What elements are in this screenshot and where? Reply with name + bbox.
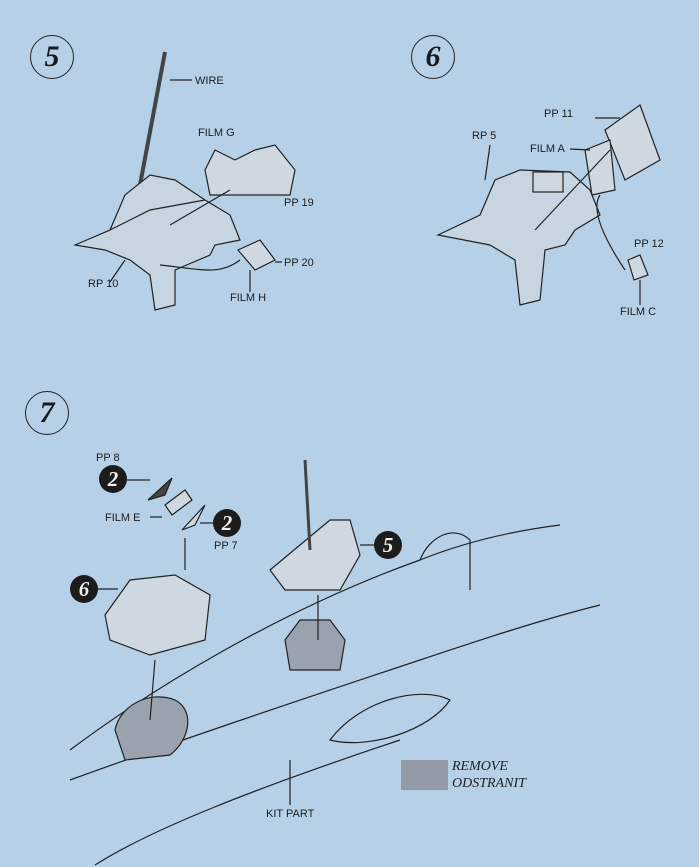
label-film-a: FILM A (530, 143, 565, 155)
label-pp11: PP 11 (544, 108, 573, 120)
step6-drawing (436, 104, 661, 306)
badge-step-5: 5 (374, 531, 402, 559)
label-pp19: PP 19 (284, 197, 314, 209)
legend-odstranit: ODSTRANIT (452, 776, 526, 791)
label-film-c: FILM C (620, 306, 657, 318)
step5-drawing (72, 51, 296, 311)
badge-step-6: 6 (70, 575, 98, 603)
step-number-6: 6 (411, 35, 455, 79)
step-number-5: 5 (30, 35, 74, 79)
label-kit-part: KIT PART (266, 808, 315, 820)
badge-sheet-2-pp7: 2 (213, 509, 241, 537)
badge-sheet-2-pp8: 2 (99, 465, 127, 493)
label-pp12: PP 12 (634, 238, 664, 250)
label-film-h: FILM H (230, 292, 267, 304)
label-rp10: RP 10 (88, 278, 119, 290)
label-film-e: FILM E (105, 512, 141, 524)
label-wire: WIRE (195, 75, 224, 87)
step-number-7: 7 (25, 391, 69, 435)
step7-drawing (69, 459, 601, 866)
remove-legend-swatch (401, 760, 448, 790)
legend-remove: REMOVE (452, 759, 508, 774)
label-rp5: RP 5 (472, 130, 497, 142)
label-pp20: PP 20 (284, 257, 314, 269)
label-film-g: FILM G (198, 127, 235, 139)
label-pp8: PP 8 (96, 452, 120, 464)
label-pp7: PP 7 (214, 540, 238, 552)
